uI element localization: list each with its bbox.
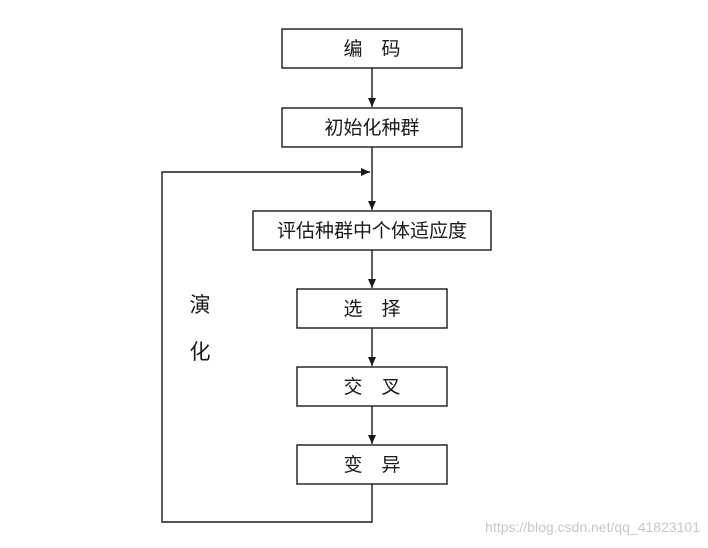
node-encode-label: 编 码	[343, 38, 400, 60]
loop-label-char-1: 演	[190, 293, 211, 317]
node-encode: 编 码	[281, 28, 463, 69]
node-mutation: 变 异	[296, 444, 448, 485]
node-selection: 选 择	[296, 288, 448, 329]
node-crossover: 交 叉	[296, 366, 448, 407]
loop-label-char-2: 化	[190, 340, 211, 364]
node-init-population: 初始化种群	[281, 107, 463, 148]
node-mutation-label: 变 异	[343, 454, 400, 476]
watermark-text: https://blog.csdn.net/qq_41823101	[485, 519, 700, 535]
loop-feedback-line	[161, 168, 373, 523]
node-evaluate-fitness: 评估种群中个体适应度	[252, 210, 492, 251]
node-selection-label: 选 择	[343, 298, 400, 320]
node-evaluate-fitness-label: 评估种群中个体适应度	[277, 220, 467, 242]
node-crossover-label: 交 叉	[343, 376, 400, 398]
node-init-population-label: 初始化种群	[324, 117, 419, 139]
